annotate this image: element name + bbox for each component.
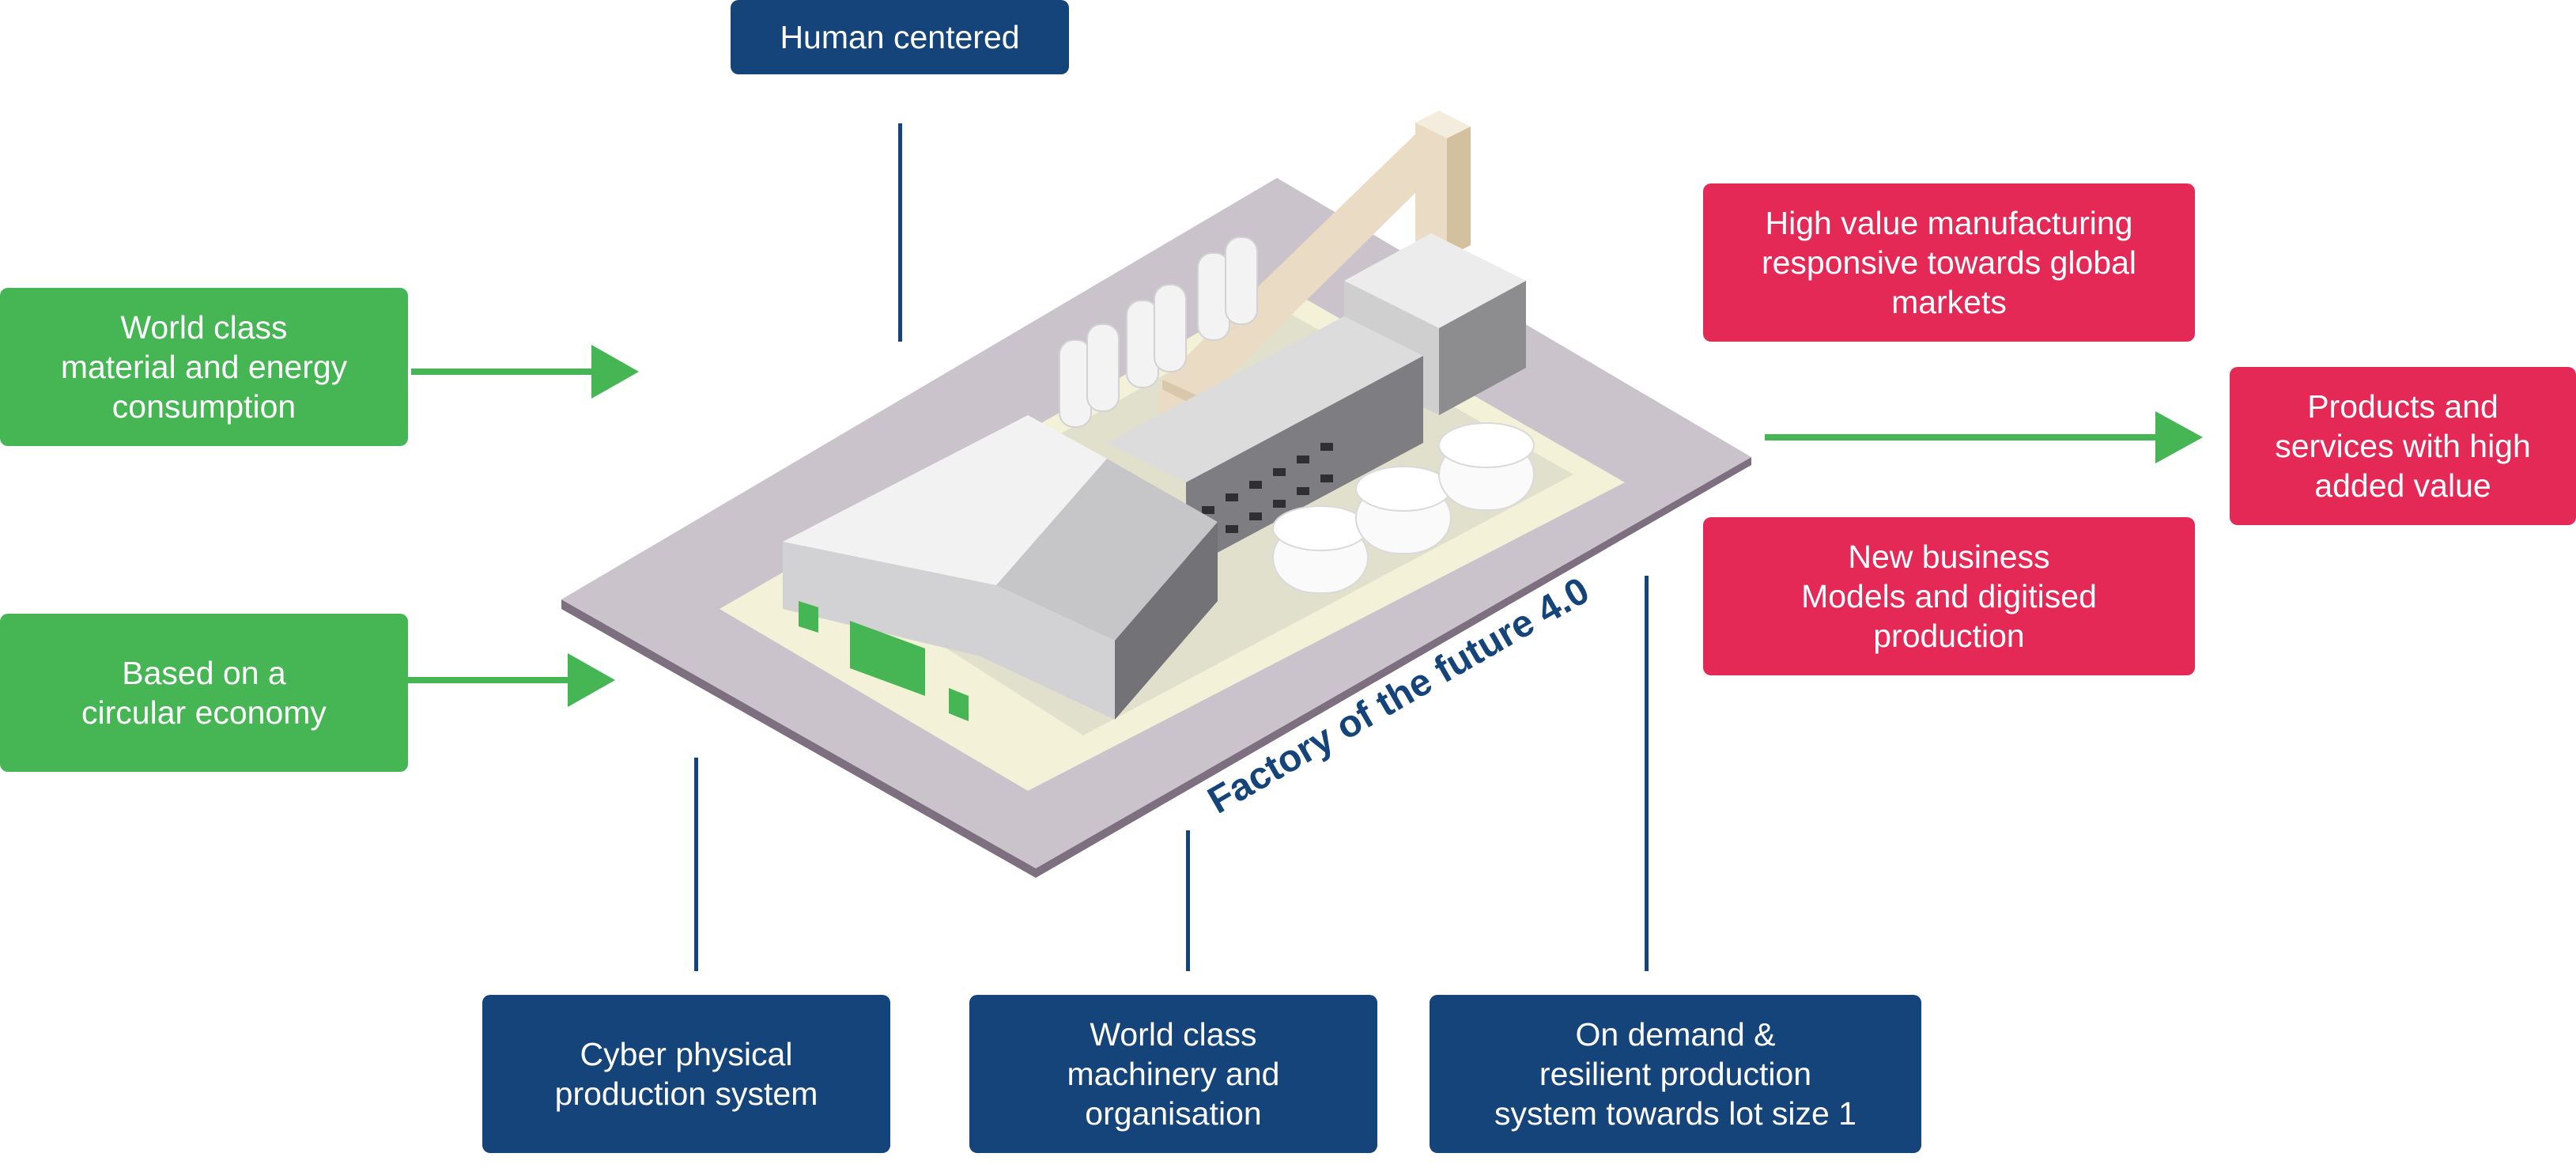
box-products-services: Products and services with high added va… — [2230, 367, 2576, 525]
connector-machinery — [1186, 830, 1190, 971]
connector-cyber-physical — [694, 758, 698, 971]
conveyor-belt — [1162, 127, 1463, 399]
box-material-energy: World class material and energy consumpt… — [0, 288, 408, 446]
connector-on-demand — [1645, 576, 1649, 971]
connector-human-centered — [898, 123, 902, 342]
box-on-demand: On demand & resilient production system … — [1430, 995, 1921, 1153]
hall-front — [783, 542, 1115, 720]
platform-side — [561, 457, 1751, 878]
tanks — [1272, 422, 1535, 594]
arrow-material-energy — [411, 345, 639, 399]
office-side — [1439, 281, 1526, 415]
hall-doors — [799, 601, 969, 721]
tower-top — [1415, 111, 1471, 138]
box-circular-economy: Based on a circular economy — [0, 614, 408, 772]
arrow-circular-economy — [408, 653, 615, 707]
box-high-value-manufacturing: High value manufacturing responsive towa… — [1703, 183, 2195, 342]
box-machinery-organisation: World class machinery and organisation — [969, 995, 1377, 1153]
box-human-centered: Human centered — [731, 0, 1069, 74]
office-top — [1344, 233, 1526, 328]
box-new-business-models: New business Models and digitised produc… — [1703, 517, 2195, 675]
hall-roof-right — [996, 459, 1218, 641]
silos — [1059, 236, 1258, 428]
tower-side — [1447, 127, 1471, 257]
middle-block-top — [1107, 316, 1423, 482]
hall-roof-left — [783, 415, 1107, 585]
tower-front — [1415, 123, 1447, 257]
arrow-to-products — [1765, 411, 2203, 463]
box-cyber-physical: Cyber physical production system — [482, 995, 890, 1153]
hall-side — [1115, 522, 1218, 720]
